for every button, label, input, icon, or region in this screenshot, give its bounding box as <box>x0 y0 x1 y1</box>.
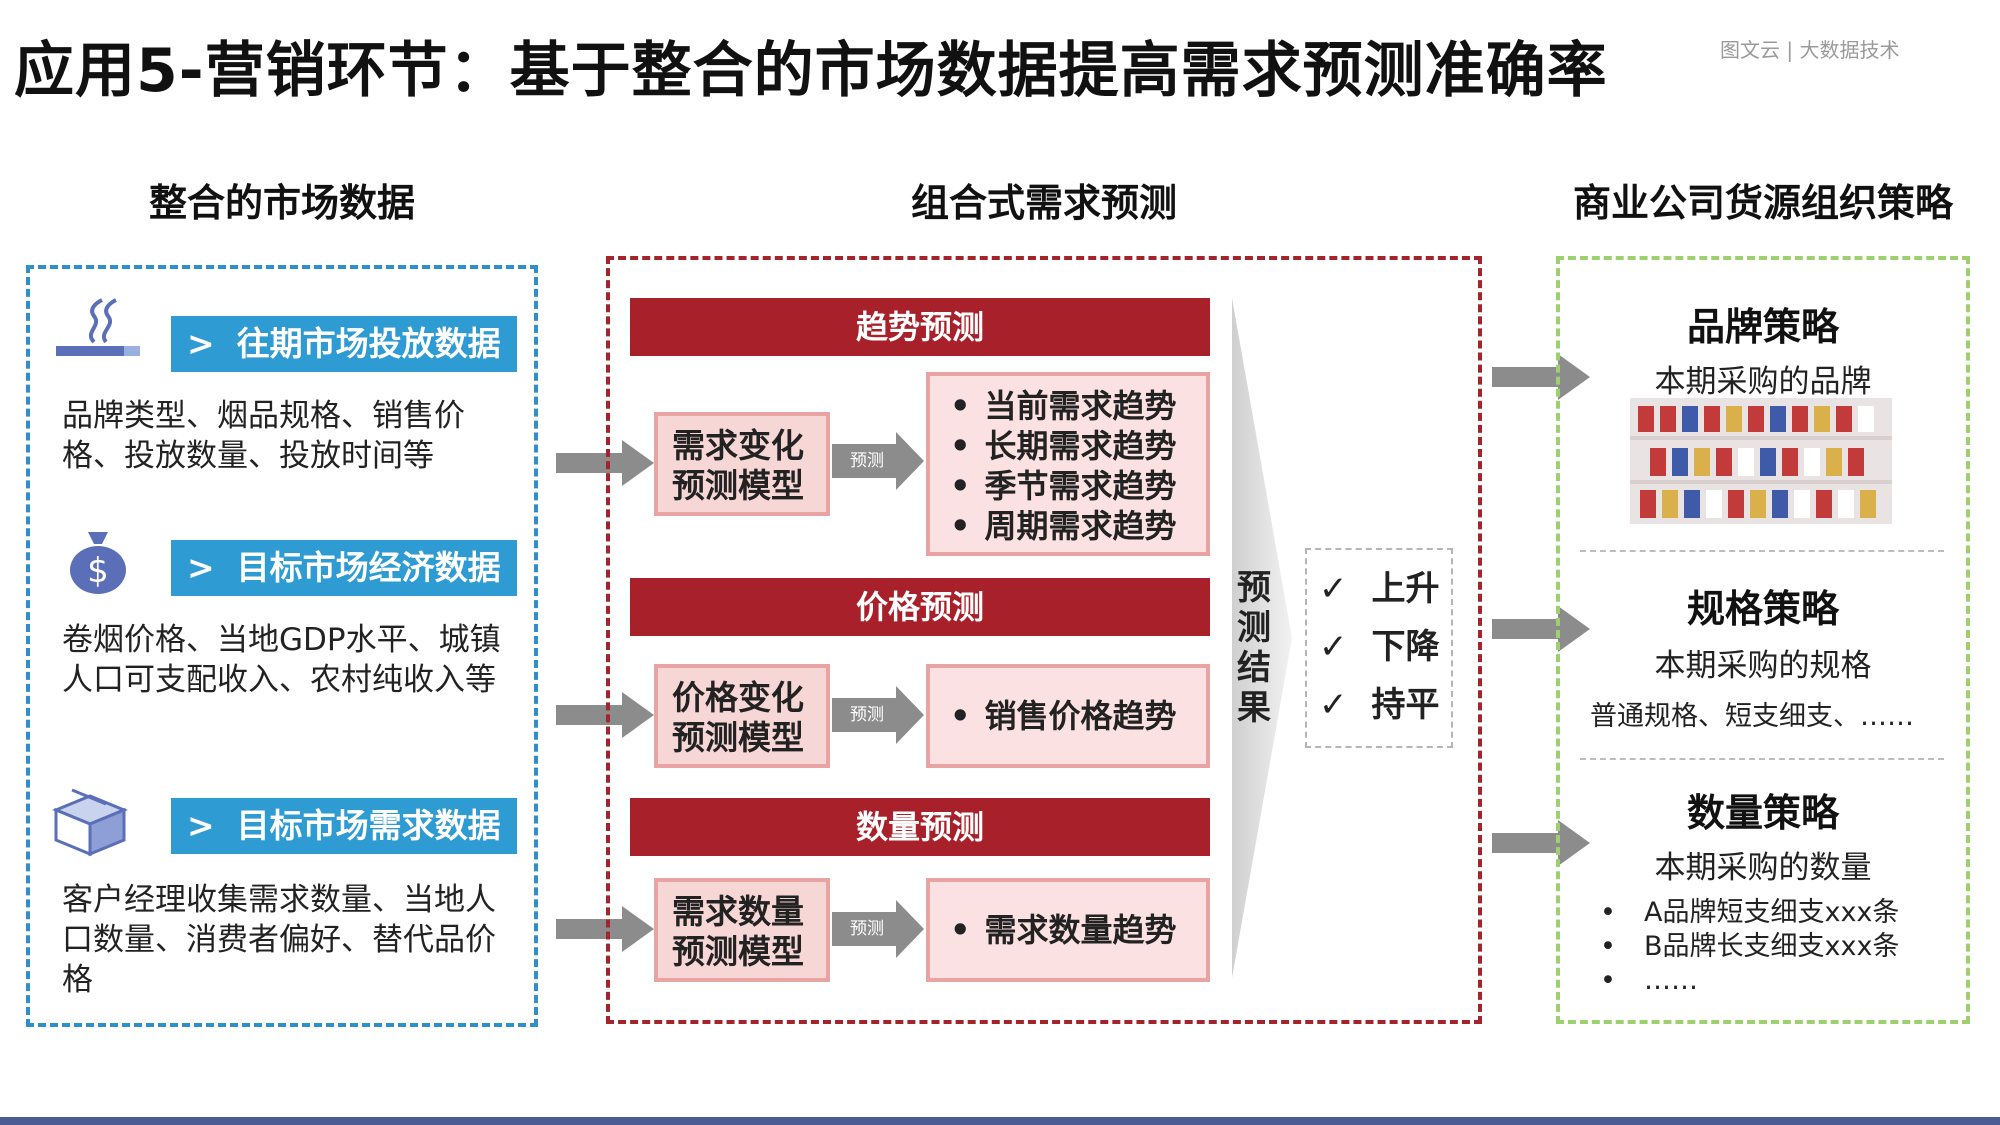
forecast-result-label: 预 测 结 果 <box>1237 568 1271 728</box>
quantity-results: •需求数量趋势 <box>926 878 1210 982</box>
quantity-strategy-subtitle: 本期采购的数量 <box>1654 850 1872 886</box>
price-results: •销售价格趋势 <box>926 664 1210 768</box>
arrow-right-icon <box>556 438 656 492</box>
outcome-fall: ✓下降 <box>1319 627 1440 667</box>
footer-bar <box>0 1117 2000 1125</box>
trend-forecast-header: 趋势预测 <box>630 298 1210 356</box>
spec-strategy-title: 规格策略 <box>1686 587 1839 631</box>
result-item: •长期需求趋势 <box>950 427 1177 465</box>
forecast-outcomes: ✓上升 ✓下降 ✓持平 <box>1305 548 1453 748</box>
target-economy-data-desc: 卷烟价格、当地GDP水平、城镇人口可支配收入、农村纯收入等 <box>62 622 501 698</box>
target-demand-data-desc: 客户经理收集需求数量、当地人口数量、消费者偏好、替代品价格 <box>62 882 496 998</box>
svg-text:$: $ <box>87 551 109 591</box>
past-market-data-label: >往期市场投放数据 <box>171 316 517 372</box>
list-item: •B品牌长支细支xxx条 <box>1600 931 1900 962</box>
sourcing-strategy-panel <box>1556 256 1970 1024</box>
brand-logo: 图文云 | 大数据技术 <box>1720 38 1900 62</box>
price-change-model: 价格变化预测模型 <box>654 664 830 768</box>
money-bag-icon: $ <box>66 528 130 596</box>
brand-strategy-title: 品牌策略 <box>1686 305 1839 349</box>
forecast-arrow: 预测 <box>832 432 924 490</box>
result-item: •季节需求趋势 <box>950 467 1177 505</box>
arrow-right-icon <box>556 690 656 744</box>
result-item: •周期需求趋势 <box>950 507 1177 545</box>
arrow-right-icon <box>1492 604 1592 658</box>
result-item: •需求数量趋势 <box>950 911 1177 949</box>
arrow-right-icon <box>1492 818 1592 872</box>
result-item: •销售价格趋势 <box>950 697 1177 735</box>
cigarette-icon <box>54 298 150 368</box>
quantity-strategy-title: 数量策略 <box>1686 791 1839 835</box>
target-demand-data-label: >目标市场需求数据 <box>171 798 517 854</box>
column-heading-right: 商业公司货源组织策略 <box>1572 181 1953 225</box>
brand-strategy-subtitle: 本期采购的品牌 <box>1654 364 1872 400</box>
check-icon: ✓ <box>1319 569 1348 609</box>
demand-change-model: 需求变化预测模型 <box>654 412 830 516</box>
arrow-right-icon <box>556 904 656 958</box>
forecast-result-chevron <box>1232 298 1292 978</box>
forecast-arrow: 预测 <box>832 686 924 744</box>
target-economy-data-label: >目标市场经济数据 <box>171 540 517 596</box>
combined-forecast-panel <box>606 256 1482 1024</box>
quantity-strategy-list: •A品牌短支细支xxx条 •B品牌长支细支xxx条 •…… <box>1600 896 1960 998</box>
forecast-arrow: 预测 <box>832 900 924 958</box>
list-item: •…… <box>1600 965 1698 996</box>
outcome-flat: ✓持平 <box>1319 685 1440 725</box>
check-icon: ✓ <box>1319 685 1348 725</box>
price-forecast-header: 价格预测 <box>630 578 1210 636</box>
quantity-forecast-header: 数量预测 <box>630 798 1210 856</box>
divider <box>1580 758 1944 760</box>
page-title: 应用5-营销环节：基于整合的市场数据提高需求预测准确率 <box>14 36 1608 106</box>
box-icon <box>52 782 128 858</box>
spec-strategy-subtitle: 本期采购的规格 <box>1654 648 1872 684</box>
cigarette-shelf-image <box>1630 398 1892 524</box>
spec-strategy-detail: 普通规格、短支细支、…… <box>1590 701 1914 732</box>
integrated-data-panel <box>26 265 538 1027</box>
divider <box>1580 550 1944 552</box>
result-item: •当前需求趋势 <box>950 387 1177 425</box>
list-item: •A品牌短支细支xxx条 <box>1600 897 1900 928</box>
column-heading-middle: 组合式需求预测 <box>910 181 1177 225</box>
trend-results: •当前需求趋势 •长期需求趋势 •季节需求趋势 •周期需求趋势 <box>926 372 1210 556</box>
column-heading-left: 整合的市场数据 <box>148 181 415 225</box>
past-market-data-desc: 品牌类型、烟品规格、销售价格、投放数量、投放时间等 <box>62 398 465 474</box>
outcome-rise: ✓上升 <box>1319 569 1440 609</box>
arrow-right-icon <box>1492 352 1592 406</box>
check-icon: ✓ <box>1319 627 1348 667</box>
demand-quantity-model: 需求数量预测模型 <box>654 878 830 982</box>
